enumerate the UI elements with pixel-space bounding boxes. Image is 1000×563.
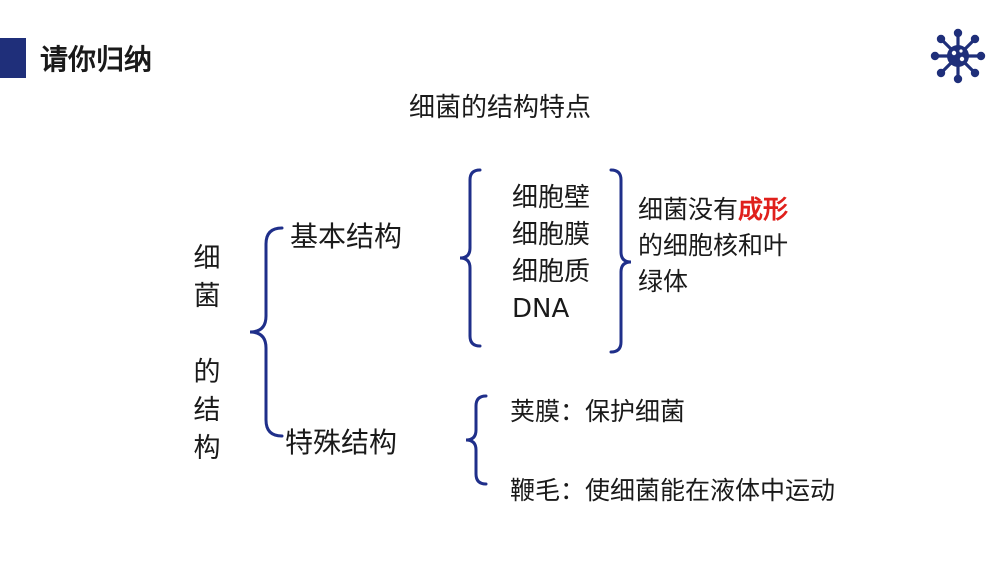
- root-char: 菌: [193, 281, 221, 312]
- root-label: 细 菌 的 结 构: [187, 240, 227, 468]
- special-structure-label: 特殊结构: [285, 426, 398, 459]
- virus-icon: [930, 28, 986, 84]
- header-accent-bar: [0, 38, 26, 78]
- basic-right-brace: [609, 168, 632, 354]
- part-item: 细胞膜: [512, 220, 591, 250]
- basic-structure-label: 基本结构: [290, 220, 403, 253]
- basic-parts-list: 细胞壁 细胞膜 细胞质 DNA: [512, 180, 590, 328]
- note-text: 的细胞核和叶: [638, 231, 789, 260]
- root-brace: [249, 226, 284, 438]
- part-item: DNA: [512, 294, 570, 324]
- special-brace: [465, 394, 488, 486]
- root-char: 构: [193, 433, 221, 464]
- part-item: 细胞壁: [512, 183, 591, 213]
- note-text: 绿体: [638, 267, 689, 296]
- basic-note: 细菌没有成形 的细胞核和叶 绿体: [638, 192, 788, 300]
- diagram-title: 细菌的结构特点: [408, 93, 591, 123]
- root-char: 细: [193, 243, 221, 274]
- note-text: 细菌没有: [638, 195, 739, 224]
- note-highlight: 成形: [738, 195, 789, 224]
- section-title: 请你归纳: [40, 43, 153, 76]
- root-char: 的: [193, 357, 221, 388]
- special-item-flagellum: 鞭毛：使细菌能在液体中运动: [510, 476, 836, 505]
- root-char: 结: [193, 395, 221, 426]
- basic-left-brace: [459, 168, 482, 348]
- special-item-capsule: 荚膜：保护细菌: [510, 397, 686, 426]
- part-item: 细胞质: [512, 257, 591, 287]
